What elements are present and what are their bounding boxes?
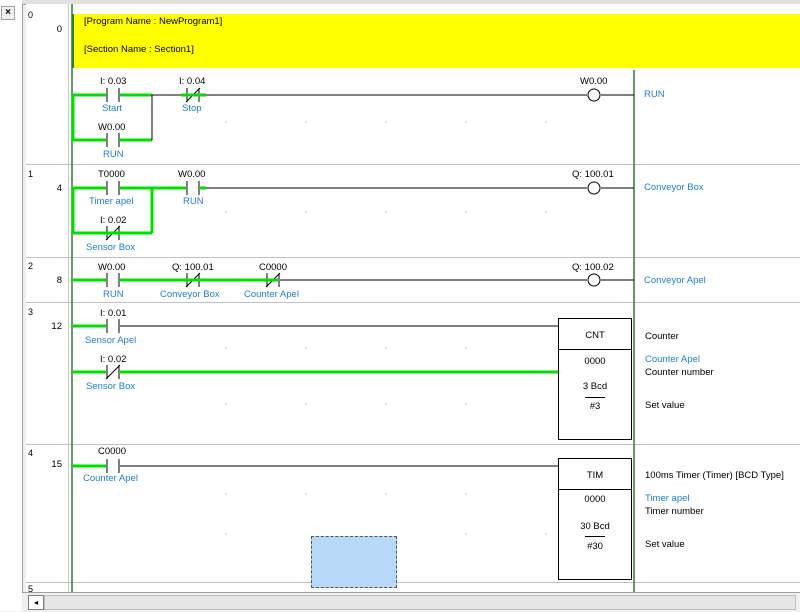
contact-symbol: Sensor Apel [85, 335, 137, 346]
instruction-name: TIM [586, 470, 604, 481]
contact-address: W0.00 [98, 262, 126, 273]
contact-run-2[interactable] [106, 273, 120, 287]
instruction-description: Counter [645, 331, 679, 342]
contact-symbol: RUN [183, 196, 204, 207]
contact-symbol: Timer apel [89, 196, 134, 207]
scroll-track[interactable] [44, 595, 796, 610]
rung-separator [26, 582, 800, 583]
coil-symbol: RUN [644, 89, 665, 100]
box-divider [559, 489, 631, 490]
contact-symbol: Start [102, 103, 123, 114]
contact-run[interactable] [186, 181, 200, 195]
rung-number: 2 [28, 261, 34, 271]
coil-conveyor-box[interactable] [587, 181, 601, 195]
close-pane-button[interactable]: × [1, 6, 15, 20]
contact-sensor-apel[interactable] [106, 319, 120, 333]
rung-separator [26, 164, 800, 165]
contact-sensor-box-nc[interactable] [102, 225, 124, 241]
scroll-left-button[interactable]: ◂ [28, 595, 44, 610]
contact-address: C0000 [259, 262, 287, 273]
operand-description: Set value [645, 400, 685, 411]
coil-conveyor-apel[interactable] [587, 273, 601, 287]
operand-description: Timer number [645, 506, 704, 517]
grid-dots [225, 121, 547, 535]
contact-symbol: Sensor Box [86, 381, 136, 392]
contact-address: T0000 [98, 169, 125, 180]
instruction-description: 100ms Timer (Timer) [BCD Type] [645, 470, 784, 481]
contact-symbol: Stop [182, 103, 202, 114]
coil-symbol: Conveyor Box [644, 182, 704, 193]
contact-symbol: Conveyor Box [160, 289, 220, 300]
rung-0-wires [71, 93, 634, 142]
horizontal-scrollbar[interactable]: ◂ [22, 592, 800, 612]
contact-symbol: Sensor Box [86, 242, 136, 253]
step-number: 8 [56, 275, 62, 286]
tim-instruction-box[interactable]: TIM 0000 30 Bcd #30 [558, 458, 632, 580]
coil-run[interactable] [587, 88, 601, 102]
rung-3-wires [73, 324, 559, 374]
contact-symbol: Counter Apel [83, 473, 138, 484]
operand-divider [585, 536, 605, 537]
contact-run-seal[interactable] [106, 133, 120, 147]
ladder-editor[interactable]: 0 0 1 4 2 8 3 12 4 15 5 [Program Name : … [26, 4, 800, 592]
contact-start[interactable] [106, 88, 120, 102]
coil-address: Q: 100.02 [572, 262, 614, 273]
contact-address: W0.00 [178, 169, 206, 180]
operand-counter-number: 0000 [584, 356, 606, 367]
contact-address: I: 0.02 [100, 215, 127, 226]
rung-number: 3 [28, 307, 34, 317]
coil-symbol: Conveyor Apel [644, 275, 706, 286]
rung-1-wires [71, 186, 634, 235]
step-number: 15 [51, 459, 62, 470]
contact-timer-apel[interactable] [106, 181, 120, 195]
contact-address: W0.00 [98, 122, 126, 133]
coil-address: W0.00 [580, 76, 608, 87]
rung-separator [26, 257, 800, 258]
ladder-diagram [71, 4, 635, 592]
operand-description: Counter number [645, 367, 714, 378]
contact-symbol: RUN [103, 289, 124, 300]
rung-separator [26, 444, 800, 445]
rung-gutter [26, 4, 69, 592]
operand-symbol: Timer apel [645, 493, 690, 504]
operand-description: Set value [645, 539, 685, 550]
contact-symbol: RUN [103, 149, 124, 160]
operand-symbol: Counter Apel [645, 354, 700, 365]
step-number: 12 [51, 321, 62, 332]
contact-address: I: 0.04 [179, 76, 206, 87]
contact-address: I: 0.01 [100, 308, 127, 319]
rung-number: 1 [28, 169, 34, 179]
box-divider [559, 349, 631, 350]
cnt-instruction-box[interactable]: CNT 0000 3 Bcd #3 [558, 318, 632, 440]
contact-address: I: 0.02 [100, 354, 127, 365]
rung-number: 4 [28, 448, 34, 458]
step-number: 4 [56, 183, 62, 194]
operand-divider [585, 397, 605, 398]
step-number: 0 [56, 24, 62, 35]
operand-timer-number: 0000 [584, 494, 606, 505]
coil-address: Q: 100.01 [572, 169, 614, 180]
contact-sensor-box-nc-2[interactable] [105, 364, 121, 380]
contact-symbol: Counter Apel [244, 289, 299, 300]
operand-set-value: 30 Bcd [580, 521, 610, 532]
contact-address: I: 0.03 [100, 76, 127, 87]
operand-set-value: 3 Bcd [582, 381, 608, 392]
contact-counter-apel[interactable] [106, 459, 120, 473]
instruction-name: CNT [585, 330, 605, 341]
rung-number: 5 [28, 584, 34, 592]
section-name: [Section Name : Section1] [84, 44, 194, 55]
project-pane: × [0, 0, 23, 611]
program-comment[interactable] [74, 14, 800, 68]
rung-separator [26, 302, 800, 303]
contact-address: Q: 100.01 [172, 262, 214, 273]
contact-stop-nc[interactable] [181, 87, 206, 103]
cursor-selection[interactable] [311, 536, 397, 588]
contact-address: C0000 [98, 446, 126, 457]
program-name: [Program Name : NewProgram1] [84, 16, 223, 27]
operand-set-constant: #30 [587, 541, 603, 552]
contact-counter-apel-nc[interactable] [261, 272, 281, 288]
operand-set-constant: #3 [589, 401, 601, 412]
contact-conveyor-box-nc[interactable] [181, 272, 206, 288]
rung-number: 0 [28, 10, 34, 20]
